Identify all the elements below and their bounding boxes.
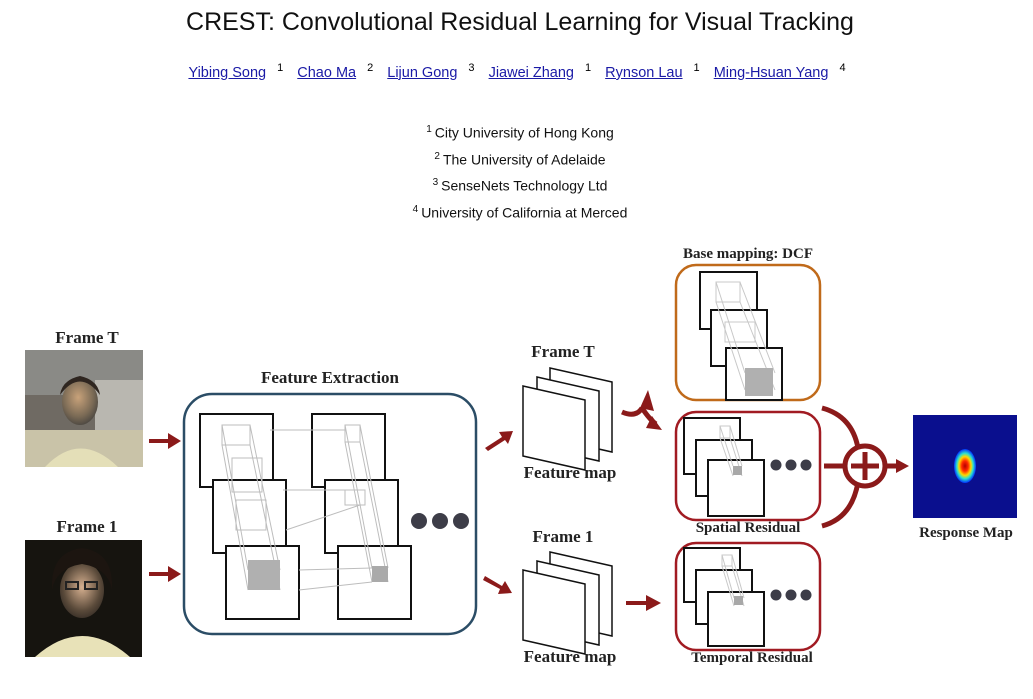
split-arrow-icon xyxy=(621,390,662,430)
temporal-residual-label: Temporal Residual xyxy=(691,650,813,666)
author-link-1[interactable]: Yibing Song xyxy=(188,64,267,81)
author-link-6[interactable]: Ming-Hsuan Yang xyxy=(713,64,829,81)
spatial-target-patch xyxy=(733,466,742,475)
ellipsis-icon xyxy=(770,589,812,601)
author-sup-2: 2 xyxy=(367,62,374,74)
author-sup-4: 1 xyxy=(585,62,592,74)
response-map-image xyxy=(913,415,1017,518)
arrow-icon xyxy=(149,433,181,449)
feature-map-t-stack xyxy=(522,367,613,471)
spatial-layer-stack xyxy=(683,417,765,517)
arrow-icon xyxy=(483,576,512,594)
conv-target-patch xyxy=(372,566,388,582)
featmap-t-title: Frame T xyxy=(531,342,595,361)
feature-extraction-label: Feature Extraction xyxy=(261,368,400,387)
spatial-residual-box xyxy=(674,410,822,522)
temporal-receptive-lines xyxy=(721,554,745,607)
frame-t-photo xyxy=(25,350,143,467)
feature-extraction-box xyxy=(182,392,478,636)
spatial-residual-label: Spatial Residual xyxy=(696,520,801,536)
conv-layer-stack-1 xyxy=(199,413,412,620)
crest-pipeline-figure: Frame T Frame 1 Feature Extraction xyxy=(25,246,1017,666)
featmap-1-caption: Feature map xyxy=(524,647,617,666)
dcf-target-patch xyxy=(745,368,773,396)
author-link-4[interactable]: Jiawei Zhang xyxy=(488,64,574,81)
featmap-1-title: Frame 1 xyxy=(533,527,594,546)
featmap-t-caption: Feature map xyxy=(524,463,617,482)
author-link-3[interactable]: Lijun Gong xyxy=(387,64,458,81)
base-mapping-label: Base mapping: DCF xyxy=(683,246,813,262)
frame-t-label: Frame T xyxy=(55,328,119,347)
temporal-residual-box xyxy=(674,541,822,652)
dcf-receptive-lines xyxy=(715,281,776,391)
ellipsis-icon xyxy=(411,513,469,529)
ellipsis-icon xyxy=(770,459,812,471)
author-sup-3: 3 xyxy=(468,62,475,74)
conv-target-patch xyxy=(248,560,280,590)
spatial-receptive-lines xyxy=(719,425,743,477)
author-list: Yibing Song 1 Chao Ma 2 Lijun Gong 3 Jiawei… xyxy=(0,62,1024,81)
feature-map-1-stack xyxy=(522,551,613,655)
arrow-icon xyxy=(149,566,181,582)
author-sup-5: 1 xyxy=(693,62,700,74)
conv-receptive-field-lines xyxy=(221,424,389,591)
frame-1-photo xyxy=(25,540,142,657)
sum-icon xyxy=(821,405,909,529)
arrow-icon xyxy=(626,595,661,611)
response-map-label: Response Map xyxy=(919,525,1013,541)
author-sup-1: 1 xyxy=(277,62,284,74)
arrow-icon xyxy=(485,431,513,451)
temporal-target-patch xyxy=(734,596,743,605)
frame-1-label: Frame 1 xyxy=(57,517,118,536)
page-title: CREST: Convolutional Residual Learning f… xyxy=(186,8,854,36)
author-link-5[interactable]: Rynson Lau xyxy=(605,64,683,81)
author-link-2[interactable]: Chao Ma xyxy=(297,64,357,81)
author-sup-6: 4 xyxy=(839,62,846,74)
